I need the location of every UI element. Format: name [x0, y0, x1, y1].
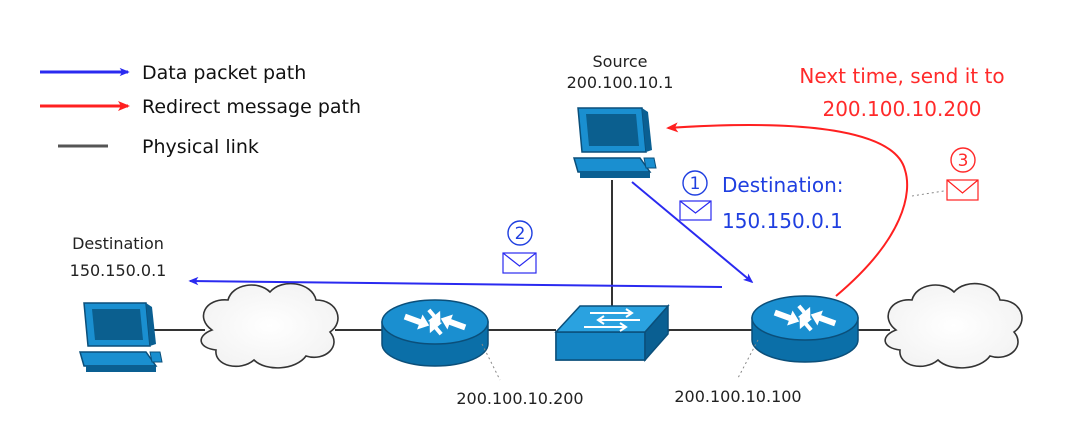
legend-redirect-path-label: Redirect message path — [142, 96, 361, 118]
step-2-badge: 2 — [507, 220, 533, 246]
destination-computer — [79, 302, 163, 372]
physical-links — [150, 180, 890, 331]
legend-data-path-label: Data packet path — [142, 62, 306, 84]
source-mouse — [643, 157, 657, 169]
router-right-ip: 200.100.10.100 — [674, 387, 801, 406]
step-1-badge: 1 — [682, 170, 708, 196]
switch-arrows-icon — [584, 308, 640, 332]
cloud-right — [884, 282, 1023, 369]
data-path-arrow-1 — [631, 181, 754, 284]
legend-physical-link-label: Physical link — [142, 136, 259, 158]
redirect-note-line-2: 200.100.10.200 — [822, 97, 981, 121]
source-ip: 200.100.10.1 — [567, 73, 674, 92]
svg-text:2: 2 — [515, 224, 526, 244]
envelope-icon-step-3 — [946, 179, 979, 201]
cloud-left — [200, 282, 339, 369]
data-path-arrow-2 — [188, 276, 723, 288]
step-3-badge: 3 — [950, 147, 976, 173]
destination-ip: 150.150.0.1 — [70, 261, 167, 280]
source-name: Source — [593, 52, 648, 71]
router-right — [751, 295, 859, 363]
ip-leader-lines — [481, 189, 951, 381]
destination-name: Destination — [72, 234, 164, 253]
step-1-destination-ip: 150.150.0.1 — [722, 209, 843, 233]
envelope-icon-step-1 — [679, 200, 712, 221]
destination-keyboard — [79, 351, 158, 367]
source-keyboard — [573, 157, 652, 173]
svg-text:1: 1 — [690, 174, 701, 194]
router-left-ip: 200.100.10.200 — [456, 389, 583, 408]
router-left-arrows-icon — [403, 308, 467, 336]
envelope-icon-step-2 — [502, 252, 537, 274]
redirect-note-line-1: Next time, send it to — [799, 64, 1004, 88]
redirect-path-arrow — [666, 122, 909, 297]
router-right-arrows-icon — [773, 304, 837, 332]
destination-mouse — [149, 351, 163, 363]
svg-text:3: 3 — [958, 151, 969, 171]
switch — [554, 304, 670, 362]
legend: Data packet path Redirect message path P… — [40, 62, 361, 158]
router-left — [381, 299, 489, 367]
source-computer — [573, 107, 657, 178]
step-1-destination-label: Destination: — [722, 173, 844, 197]
